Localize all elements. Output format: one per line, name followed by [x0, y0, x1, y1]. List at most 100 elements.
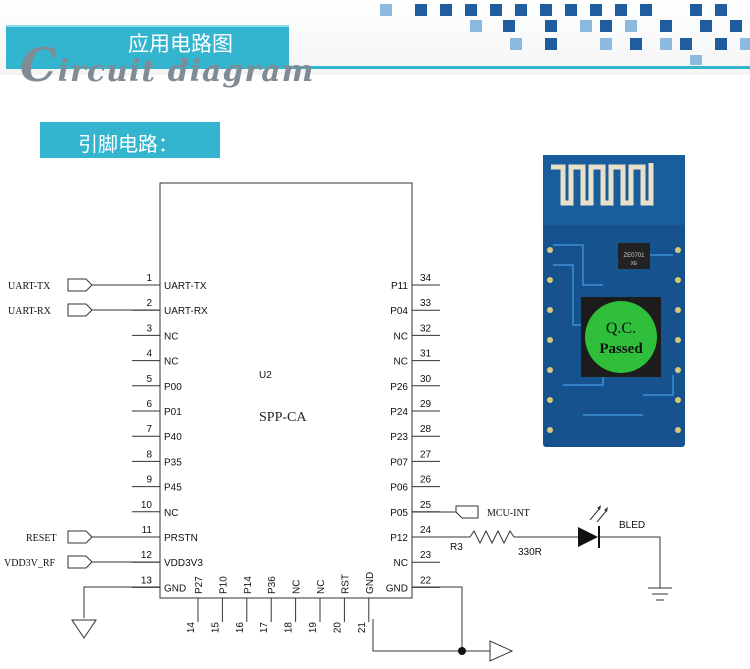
- module-photo: ZE0701 XE Q.C. Passed: [543, 155, 685, 447]
- pin-name: P26: [390, 382, 408, 393]
- pin-name: P11: [391, 281, 408, 292]
- chip-ref: U2: [259, 370, 272, 381]
- pin-number: 10: [141, 500, 153, 511]
- pin-number: 28: [420, 424, 432, 435]
- page-title-english: Circuit diagram: [20, 38, 314, 92]
- pin-name: P24: [390, 407, 408, 418]
- pin-number: 8: [146, 449, 152, 460]
- pin-number: 34: [420, 273, 432, 284]
- pin-number: 33: [420, 298, 432, 309]
- led-bled: BLED: [578, 505, 672, 601]
- pin-number: 17: [259, 622, 270, 634]
- net-reset: RESET: [26, 530, 160, 544]
- title-initial: C: [20, 38, 58, 92]
- pin-name: NC: [394, 331, 408, 342]
- uart-rx-net-label: UART-RX: [8, 306, 52, 317]
- pin-number: 2: [146, 298, 152, 309]
- pin-name: P40: [164, 432, 182, 443]
- pin-name: NC: [164, 357, 178, 368]
- pin-number: 14: [186, 622, 197, 634]
- pin-number: 16: [235, 622, 246, 634]
- pin-name: P07: [390, 457, 408, 468]
- pin-name: P45: [164, 483, 182, 494]
- pin-name: NC: [394, 558, 408, 569]
- pin-name: NC: [164, 508, 178, 519]
- left-ground: [71, 586, 160, 639]
- pin-number: 19: [308, 622, 319, 634]
- pin-name: NC: [292, 580, 303, 594]
- pin-name: RST: [340, 574, 351, 594]
- pin-name: P27: [194, 576, 205, 594]
- led-label: BLED: [619, 520, 645, 531]
- pin-number: 27: [420, 449, 432, 460]
- pin-number: 11: [142, 525, 153, 536]
- resistor-ref: R3: [450, 542, 463, 553]
- chip-body: [159, 182, 413, 599]
- pin-number: 1: [146, 273, 152, 284]
- pins-layer: 1UART-TX2UART-RX3NC4NC5P006P017P408P359P…: [132, 273, 440, 633]
- pin-name: P10: [218, 576, 229, 594]
- pin-name: NC: [316, 580, 327, 594]
- pin-number: 7: [146, 424, 152, 435]
- pin-number: 20: [332, 622, 343, 634]
- pin-name: GND: [164, 583, 186, 594]
- net-uart-tx: UART-TX: [8, 278, 160, 292]
- ic-marking-2: XE: [631, 261, 638, 267]
- pin-number: 29: [420, 399, 432, 410]
- pin-name: GND: [386, 583, 408, 594]
- pin-number: 4: [146, 349, 152, 360]
- pin-name: NC: [394, 357, 408, 368]
- chip-name: SPP-CA: [259, 410, 307, 425]
- pin-name: P23: [390, 432, 408, 443]
- pin-name: P04: [390, 306, 408, 317]
- pin-name: P05: [390, 508, 408, 519]
- title-underline: [6, 66, 750, 69]
- pin-name: P00: [164, 382, 182, 393]
- pin-number: 6: [146, 399, 152, 410]
- net-mcu-int: MCU-INT: [412, 505, 530, 519]
- pin-name: PRSTN: [164, 533, 198, 544]
- resistor-r3: R3 330R: [412, 529, 578, 558]
- reset-net-label: RESET: [26, 533, 57, 544]
- pin-number: 3: [146, 323, 152, 334]
- title-box: [6, 25, 289, 67]
- pin-number: 24: [420, 525, 432, 536]
- pin-name: P36: [267, 576, 278, 594]
- vdd-net-label: VDD3V_RF: [4, 558, 56, 569]
- uart-tx-net-label: UART-TX: [8, 281, 51, 292]
- pin-number: 12: [141, 550, 153, 561]
- pin-name: P06: [390, 483, 408, 494]
- pin-number: 13: [141, 575, 153, 586]
- pin-number: 30: [420, 374, 432, 385]
- pin-number: 9: [146, 475, 152, 486]
- bottom-ground: [372, 586, 514, 662]
- qc-label-line1: Q.C.: [606, 320, 636, 337]
- section-title-box: [40, 122, 220, 158]
- net-uart-rx: UART-RX: [8, 303, 160, 317]
- pin-number: 15: [210, 622, 221, 634]
- pin-name: VDD3V3: [164, 558, 203, 569]
- pin-number: 25: [420, 500, 432, 511]
- pin-name: UART-TX: [164, 281, 207, 292]
- net-vdd: VDD3V_RF: [4, 555, 160, 569]
- pin-name: P14: [243, 576, 254, 594]
- pin-name: UART-RX: [164, 306, 208, 317]
- pin-number: 31: [420, 349, 432, 360]
- pin-number: 5: [146, 374, 152, 385]
- title-rest: ircuit diagram: [57, 54, 315, 89]
- pin-name: P01: [164, 407, 182, 418]
- ic-marking-1: ZE0701: [623, 253, 645, 259]
- pin-name: P12: [390, 533, 408, 544]
- schematic: U2 SPP-CA 1UART-TX2UART-RX3NC4NC5P006P01…: [4, 182, 672, 662]
- pin-name: GND: [365, 572, 376, 594]
- pin-number: 26: [420, 475, 432, 486]
- pin-number: 18: [284, 622, 295, 634]
- section-title: 引脚电路：: [78, 132, 178, 156]
- pin-number: 22: [420, 575, 432, 586]
- resistor-value: 330R: [518, 547, 542, 558]
- page-title: 应用电路图: [128, 32, 233, 56]
- qc-label-line2: Passed: [599, 341, 643, 357]
- pin-name: NC: [164, 331, 178, 342]
- pin-number: 21: [357, 622, 368, 634]
- pin-number: 32: [420, 323, 432, 334]
